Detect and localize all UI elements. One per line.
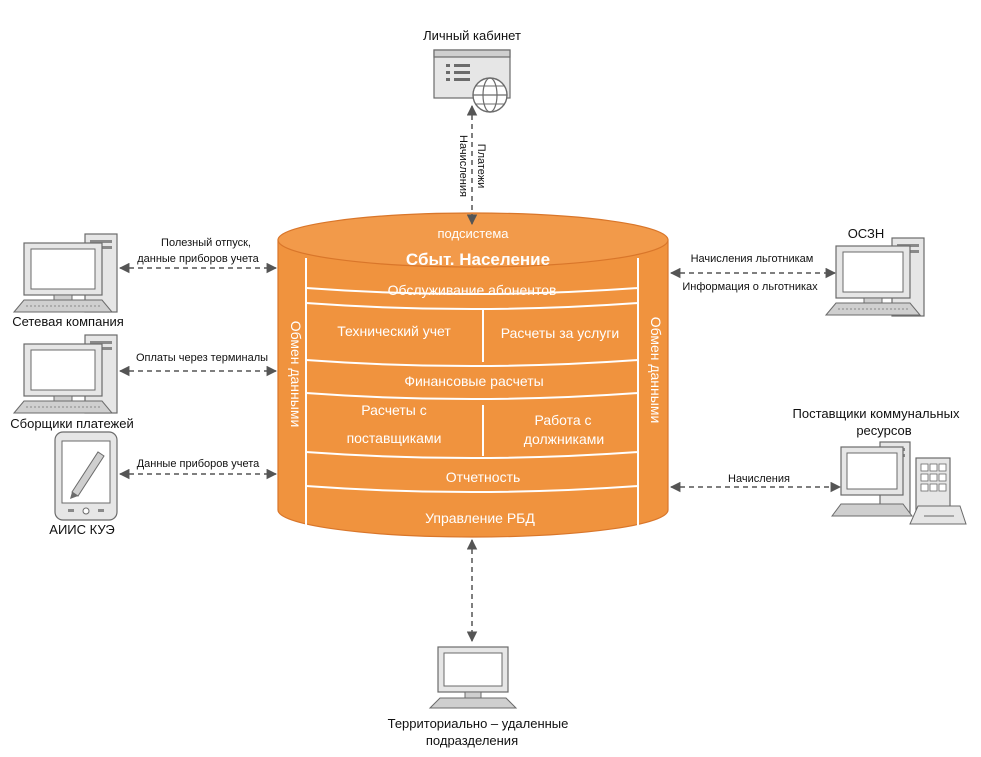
node-aiis: АИИС КУЭ — [49, 431, 118, 537]
link-label-grid-company-line1: Полезный отпуск, — [161, 237, 251, 249]
node-payment-collectors: Сборщики платежей — [10, 334, 134, 431]
desktop-computer-icon — [428, 646, 518, 709]
system-title: Сбыт. Население — [406, 250, 550, 269]
node-label-grid-company: Сетевая компания — [12, 314, 124, 329]
desktop-computer-icon — [12, 233, 118, 313]
tablet-stylus-icon — [54, 431, 118, 521]
link-label-oszn-info: Информация о льготниках — [682, 281, 818, 293]
module-rdb-management: Управление РБД — [425, 510, 535, 526]
node-label-aiis: АИИС КУЭ — [49, 522, 114, 537]
node-label-oszn: ОСЗН — [848, 226, 885, 241]
node-label-remote-divisions-line1: Территориально – удаленные — [388, 716, 569, 731]
system-subtitle: подсистема — [437, 226, 509, 241]
module-technical-accounting: Технический учет — [337, 323, 451, 339]
node-oszn: ОСЗН — [824, 226, 925, 317]
node-label-utility-suppliers-line2: ресурсов — [856, 423, 911, 438]
module-supplier-settlements-line1: Расчеты с — [361, 402, 426, 418]
module-financial-settlements: Финансовые расчеты — [404, 373, 543, 389]
node-utility-suppliers: Поставщики коммунальных ресурсов — [793, 406, 967, 525]
link-label-grid-company-line2: данные приборов учета — [137, 253, 259, 265]
link-label-payment-terminals: Оплаты через терминалы — [136, 352, 268, 364]
node-label-payment-collectors: Сборщики платежей — [10, 416, 133, 431]
data-exchange-right: Обмен данными — [648, 317, 664, 424]
connectors — [118, 104, 842, 643]
node-personal-account: Личный кабинет — [423, 28, 521, 113]
module-subscriber-service: Обслуживание абонентов — [388, 282, 557, 298]
desktop-computer-icon — [824, 237, 925, 317]
link-label-charges: Начисления — [457, 135, 469, 197]
server-building-icon — [831, 441, 967, 525]
module-supplier-settlements-line2: поставщиками — [347, 430, 442, 446]
link-label-supplier-charges: Начисления — [728, 473, 790, 485]
module-debtor-work-line2: должниками — [524, 431, 604, 447]
database-cylinder: подсистема Сбыт. Население Обслуживание … — [277, 212, 669, 538]
link-label-payments: Платежи — [475, 144, 487, 189]
module-debtor-work-line1: Работа с — [534, 412, 591, 428]
node-label-utility-suppliers-line1: Поставщики коммунальных — [793, 406, 960, 421]
link-label-oszn-charges: Начисления льготникам — [691, 253, 814, 265]
module-reporting: Отчетность — [446, 469, 521, 485]
node-remote-divisions: Территориально – удаленные подразделения — [388, 646, 569, 748]
data-exchange-left: Обмен данными — [288, 321, 304, 428]
desktop-computer-icon — [12, 334, 118, 414]
node-grid-company: Сетевая компания — [12, 233, 124, 329]
link-label-meter-data: Данные приборов учета — [137, 458, 260, 470]
node-label-remote-divisions-line2: подразделения — [426, 733, 518, 748]
module-service-billing: Расчеты за услуги — [501, 325, 620, 341]
monitor-globe-icon — [433, 49, 511, 113]
node-label-personal-account: Личный кабинет — [423, 28, 521, 43]
